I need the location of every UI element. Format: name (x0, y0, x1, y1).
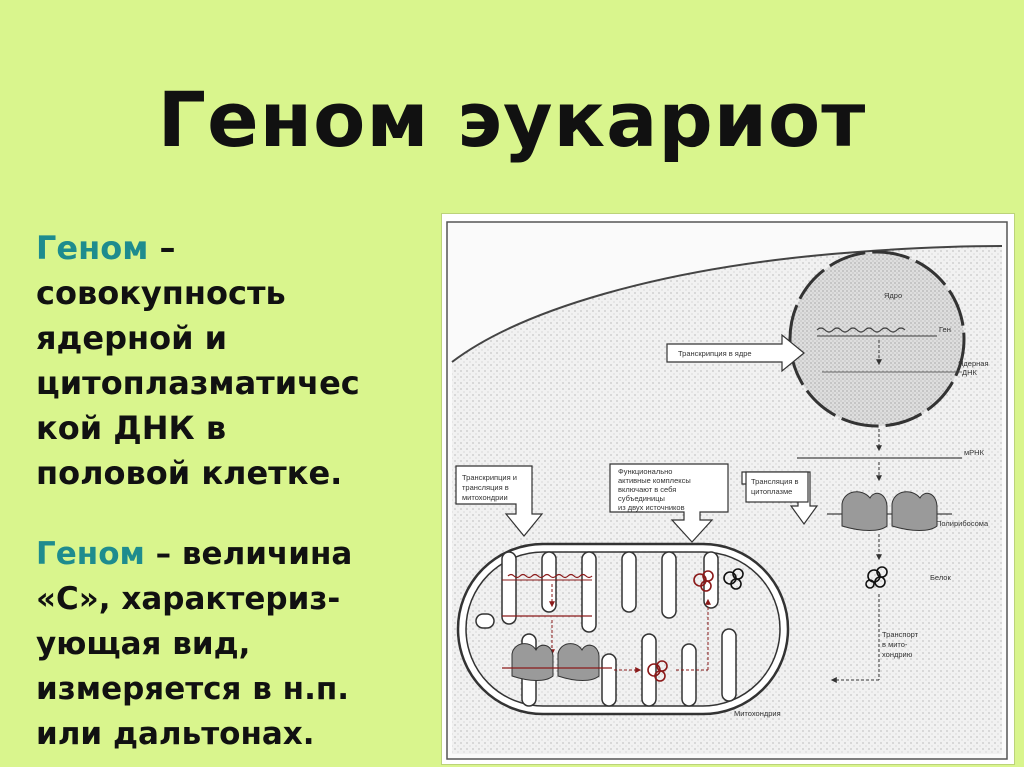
label-func-2: активные комплексы (618, 476, 691, 485)
cell-membrane (451, 245, 1003, 363)
label-protein: Белок (930, 573, 951, 582)
label-func-5: из двух источников (618, 503, 685, 512)
label-mitochondrion: Митохондрия (734, 709, 781, 718)
gene-strand (816, 327, 906, 333)
mito-protein-red (647, 660, 668, 682)
def1-line-3: цитоплазматичес (36, 364, 360, 402)
transcription-nucleus-arrow (666, 333, 805, 373)
label-cyto-tl-1: Трансляция в (751, 477, 798, 486)
label-cyto-tl-2: цитоплазме (751, 487, 792, 496)
def1-line-4: кой ДНК в (36, 409, 227, 447)
ribosome-1 (841, 491, 888, 531)
def2-line-1: «С», характериз- (36, 581, 341, 617)
def1-dash: – (148, 229, 176, 267)
def2-line-2: ующая вид, (36, 626, 251, 662)
genome-definition-1: Геном – совокупность ядерной и цитоплазм… (36, 226, 436, 496)
def2-line-3: измеряется в н.п. (36, 671, 350, 707)
mito-ribosome-2 (557, 643, 600, 681)
ribosome-2 (891, 491, 938, 531)
nucleus (788, 250, 966, 428)
def2-line-0: Геном – величина (36, 532, 436, 577)
label-func-3: включают в себя (618, 485, 676, 494)
label-polyribosome: Полирибосома (936, 519, 989, 528)
functional-complex-red (693, 570, 714, 592)
label-func-4: субъединицы (618, 494, 665, 503)
label-mito-tx-2: трансляция в (462, 483, 509, 492)
mito-ribosome-1 (511, 643, 554, 681)
def2-line-4: или дальтонах. (36, 716, 315, 752)
label-nuclear-dna-1: Ядерная (958, 359, 989, 368)
label-mito-tx-3: митохондрии (462, 493, 508, 502)
def1-line-1: совокупность (36, 274, 286, 312)
def1-line-2: ядерной и (36, 319, 228, 357)
mito-dna (507, 573, 593, 579)
protein-coil (865, 566, 888, 589)
genome-term: Геном (36, 229, 149, 267)
label-func-1: Функционально (618, 467, 672, 476)
label-transcription-nucleus: Транскрипция в ядре (678, 349, 752, 358)
label-mrna: мРНК (964, 448, 985, 457)
def1-line-0: Геном – (36, 226, 436, 271)
functional-complex-black (723, 568, 744, 590)
label-mito-tx-1: Транскрипция и (462, 473, 517, 482)
slide-title: Геном эукариот (157, 75, 867, 164)
label-nucleus: Ядро (884, 291, 902, 300)
label-nuclear-dna-2: ДНК (962, 368, 977, 377)
cell-diagram-svg: Ядро Ген Ядерная ДНК мРНК Транскрипция в… (446, 221, 1008, 760)
def1-line-5: половой клетке. (36, 454, 343, 492)
eukaryotic-cell-diagram: Ядро Ген Ядерная ДНК мРНК Транскрипция в… (441, 213, 1015, 765)
label-transport-2: в мито- (882, 640, 908, 649)
mito-tx-tl-arrow (455, 465, 544, 537)
genome-definition-2: Геном – величина «С», характериз- ующая … (36, 532, 436, 757)
genome-term-2: Геном (36, 536, 145, 572)
def2-rest: – величина (144, 536, 353, 572)
functional-complexes-arrow (609, 463, 729, 543)
label-gene: Ген (939, 325, 951, 334)
label-transport-3: хондрию (882, 650, 913, 659)
label-transport-1: Транспорт (882, 630, 919, 639)
